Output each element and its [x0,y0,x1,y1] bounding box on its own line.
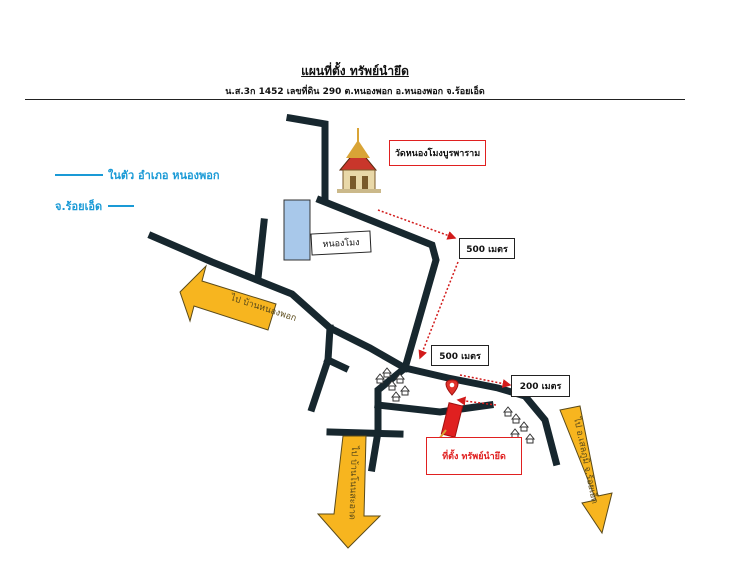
road-west [147,231,410,373]
road-north-spur [285,113,329,204]
route-segment-1 [377,209,457,240]
distance-label-top: 500 เมตร [459,238,515,259]
road-south-link [367,363,410,473]
arrow-bottom-right: ไป อ.เสลภูมิ จ.ร้อยเอ็ด [559,405,613,535]
house-icon [394,373,406,384]
arrow-bottom-left: ไป บ้านโนนสะอาด [316,435,382,549]
house-icon [524,433,536,444]
house-icon [381,367,393,378]
house-icon [390,391,402,402]
road-south-cross [326,428,404,438]
pond-shape [283,199,311,261]
road-southwest-stub [323,355,350,373]
house-icon [374,373,386,384]
route-segment-2 [418,261,459,360]
legend-line-2 [108,205,134,207]
house-icon [399,385,411,396]
house-icon [386,380,398,391]
distance-label-right: 200 เมตร [511,375,570,397]
road-south-east-link [374,401,494,416]
property-plot [440,402,464,438]
arrow-bottom-left-label: ไป บ้านโนนสะอาด [346,445,360,520]
house-icon [502,406,514,417]
map-subtitle: น.ส.3ก 1452 เลขที่ดิน 290 ต.หนองพอก อ.หน… [225,87,485,97]
pond-label: หนองโมง [310,230,372,256]
location-pin-icon [445,379,459,396]
road-southwest-branch [307,324,334,413]
road-main [315,195,440,373]
route-segment-3 [459,374,512,388]
distance-label-mid: 500 เมตร [431,345,489,366]
legend-text-province: จ.ร้อยเอ็ด [55,200,103,213]
legend-text-district: ในตัว อำเภอ หนองพอก [108,169,220,182]
road-west-stub [254,218,268,282]
arrow-bottom-right-label: ไป อ.เสลภูมิ จ.ร้อยเอ็ด [571,415,602,505]
header-divider [25,99,685,100]
house-icons-group [374,367,536,444]
temple-icon [337,128,381,193]
house-icon [510,413,522,424]
property-label: ที่ตั้ง ทรัพย์นำยึด [426,437,522,475]
house-icon [509,428,521,439]
house-icon [518,421,530,432]
map-title: แผนที่ตั้ง ทรัพย์นำยึด [301,64,409,78]
temple-label: วัดหนองโมงบูรพาราม [389,140,486,166]
legend-line-1 [55,174,103,176]
route-lines [377,209,512,406]
